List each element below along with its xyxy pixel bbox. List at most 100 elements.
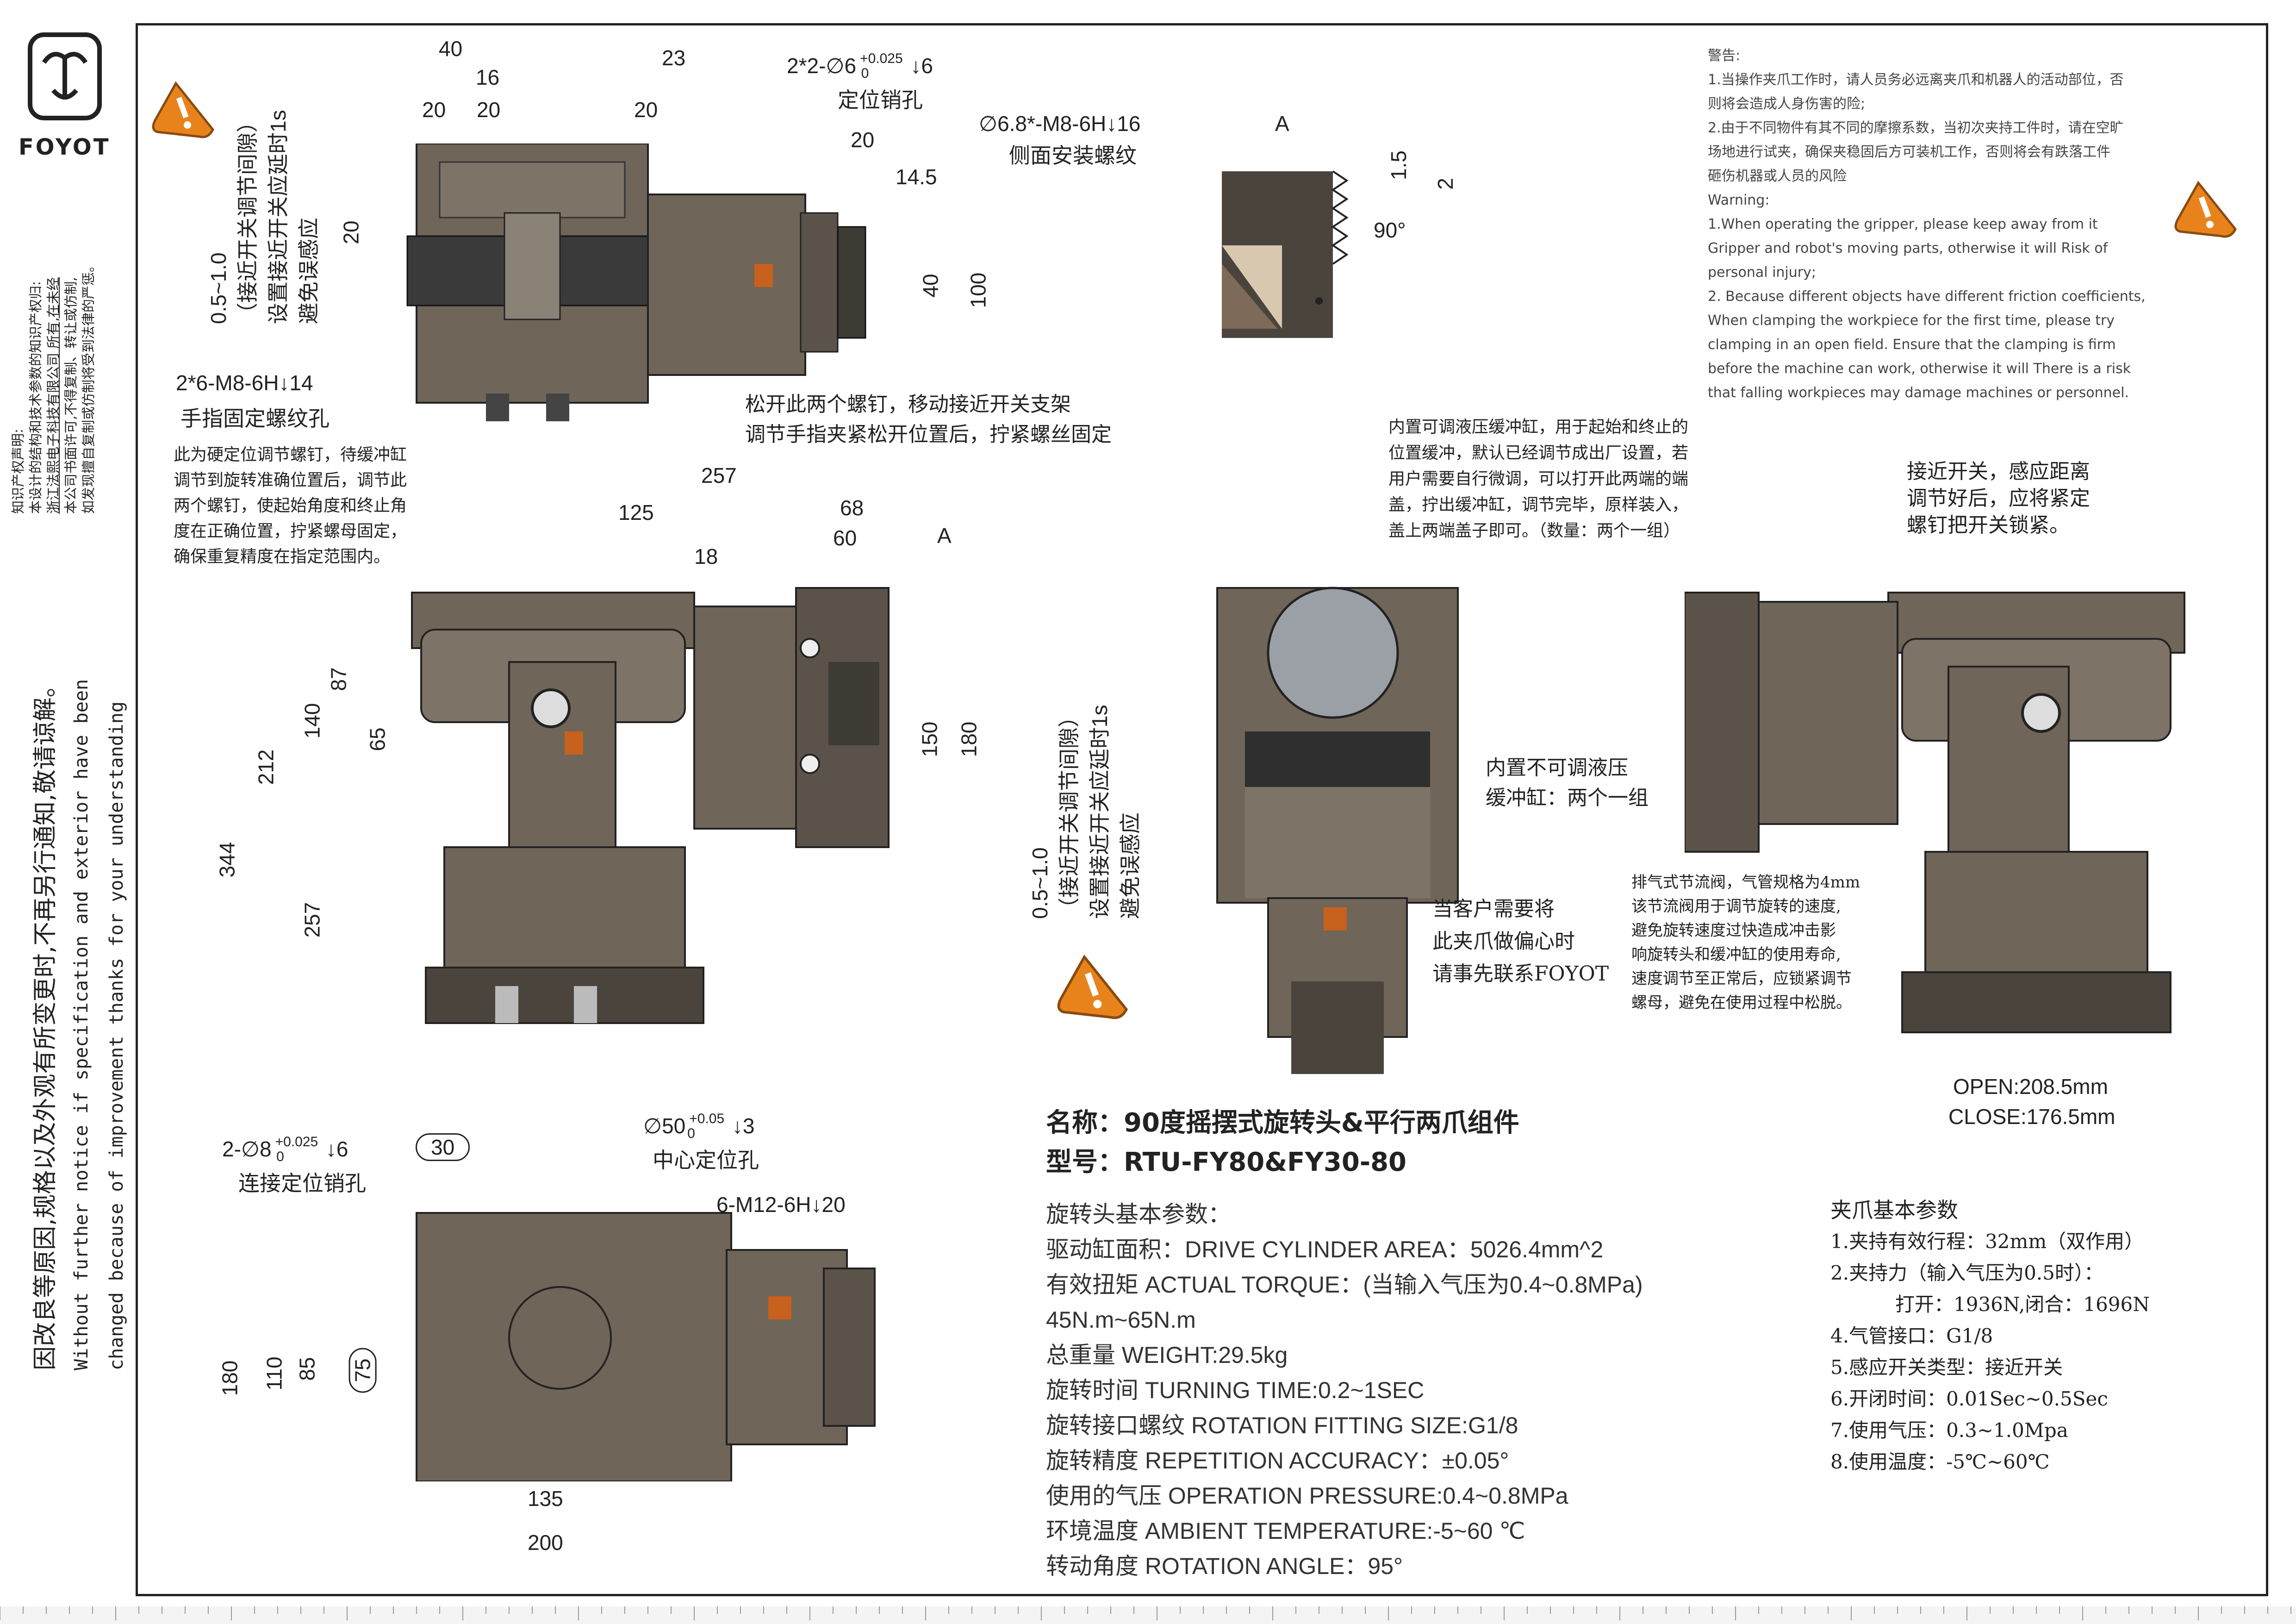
stop-note-line: 两个螺钉，使起始角度和终止角 [174,496,407,515]
dim-label: 200 [528,1530,563,1555]
dim-label: 20 [634,98,658,122]
warning-icon [152,81,214,138]
dim-label: 18 [694,544,718,568]
buffer-note-line: 盖，拧出缓冲缸，调节完毕，原样装入， [1388,495,1689,514]
finger-thread-label: 2*6-M8-6H↓14 [176,371,313,395]
dim-label: 14.5 [896,165,937,189]
detail-label: A [1275,112,1289,136]
warning-icon [2174,181,2237,238]
claw-spec-line: 1.夹持有效行程：32mm（双作用） [1830,1230,2144,1253]
spec-line: 驱动缸面积：DRIVE CYLINDER AREA：5026.4mm^2 [1046,1237,1604,1262]
throttle-line: 排气式节流阀，气管规格为4mm [1631,873,1860,892]
sensor-gap-line: 0.5~1.0 [206,252,230,324]
loosen-note-1: 松开此两个螺钉，移动接近开关支架 [745,393,1071,416]
spec-line: 旋转精度 REPETITION ACCURACY：±0.05° [1046,1448,1509,1474]
sensor-note: 接近开关，感应距离 调节好后，应将紧定 螺钉把开关锁紧。 [1907,458,2090,539]
side-thread-label: ∅6.8*-M8-6H↓16 [979,112,1141,136]
eccentric-line: 此夹爪做偏心时 [1432,930,1575,953]
stop-note-line: 此为硬定位调节螺钉，待缓冲缸 [174,445,407,464]
warning-line: 砸伤机器或人员的风险 [1708,168,1847,184]
pin-desc: 连接定位销孔 [238,1171,366,1195]
spec-line: 旋转接口螺纹 ROTATION FITTING SIZE:G1/8 [1046,1412,1518,1438]
throttle-note: 排气式节流阀，气管规格为4mm 该节流阀用于调节旋转的速度, 避免旋转速度过快造… [1631,870,1860,1015]
bottom-view-drawing [416,1212,876,1481]
warning-line: that falling workpieces may damage machi… [1708,385,2129,401]
dim-label: 65 [365,727,390,751]
dim-label: 212 [254,749,278,785]
pin-hole-desc: 定位销孔 [838,88,923,112]
front-view-drawing [411,587,890,1024]
warning-line: 场地进行试夹，确保夹稳固后方可装机工作，否则将会有跌落工件 [1708,144,2110,160]
detail-a-drawing [1222,170,1349,338]
warning-line: 1.当操作夹爪工作时，请人员务必远离夹爪和机器人的活动部位，否 [1708,72,2124,88]
sensor-note-line: 接近开关，感应距离 [1907,460,2090,483]
claw-specs: 夹爪基本参数 1.夹持有效行程：32mm（双作用） 2.夹持力（输入气压为0.5… [1830,1194,2150,1478]
dim-label: 110 [262,1356,286,1391]
throttle-line: 响旋转头和缓冲缸的使用寿命, [1631,945,1841,964]
fixed-buffer-line: 缓冲缸：两个一组 [1486,786,1649,810]
dim-label: 87 [326,667,351,691]
dim-label: 85 [295,1357,319,1381]
spec-line: 环境温度 AMBIENT TEMPERATURE:-5~60 ℃ [1046,1518,1525,1544]
spec-line: 45N.m~65N.m [1046,1307,1196,1333]
dim-label: 344 [215,842,239,878]
dim-label: 2 [1433,178,1457,190]
warning-line: When clamping the workpiece for the firs… [1708,312,2115,329]
product-model: 型号：RTU-FY80&FY30-80 [1046,1147,1406,1177]
improvement-en-1: Without further notice if specification … [71,679,92,1370]
claw-specs-heading: 夹爪基本参数 [1830,1198,1958,1223]
pin-pcd-label: 30 [416,1133,470,1161]
warning-line: 则将会造成人身伤害的险; [1708,96,1866,112]
dim-label: 20 [851,128,875,152]
foyot-logo-icon [28,32,102,120]
buffer-note-line: 位置缓冲，默认已经调节成出厂设置，若 [1388,443,1689,462]
close-dim: CLOSE:176.5mm [1948,1105,2116,1129]
improvement-en-2: changed because of improvement thanks fo… [106,701,127,1370]
claw-spec-line: 2.夹持力（输入气压为0.5时）： [1830,1262,2103,1284]
page-ruler [0,1606,2296,1624]
claw-spec-line: 5.感应开关类型：接近开关 [1830,1356,2063,1379]
buffer-note-line: 用户需要自行微调，可以打开此两端的端 [1388,469,1689,488]
warning-line: clamping in an open field. Ensure that t… [1708,337,2116,353]
dim-label: 20 [477,98,501,122]
warning-block: 警告: 1.当操作夹爪工作时，请人员务必远离夹爪和机器人的活动部位，否 则将会造… [1708,44,2146,405]
stop-note-line: 确保重复精度在指定范围内。 [174,547,391,566]
dim-label: 60 [833,526,857,550]
side-thread-desc: 侧面安装螺纹 [1009,144,1137,168]
sensor-gap-line: 设置接近开关应延时1s [1088,705,1112,919]
rotary-specs: 旋转头基本参数： 驱动缸面积：DRIVE CYLINDER AREA：5026.… [1046,1197,1643,1584]
thread-label: 6-M12-6H↓20 [716,1193,846,1217]
dim-label: 180 [218,1360,242,1396]
center-desc: 中心定位孔 [653,1148,759,1172]
warning-line: Gripper and robot's moving parts, otherw… [1708,240,2108,256]
drawing-frame [136,23,2268,1596]
dim-label: 40 [439,37,463,61]
warning-line: 1.When operating the gripper, please kee… [1708,216,2098,232]
claw-spec-line: 6.开闭时间：0.01Sec~0.5Sec [1830,1387,2108,1410]
warning-line: 2. Because different objects have differ… [1708,288,2146,305]
throttle-line: 速度调节至正常后，应锁紧调节 [1631,969,1852,988]
spec-line: 旋转时间 TURNING TIME:0.2~1SEC [1046,1377,1425,1403]
sensor-gap-note: 0.5~1.0 （接近开关调节间隙） 设置接近开关应延时1s 避免误感应 [206,110,323,324]
eccentric-line: 请事先联系FOYOT [1432,962,1609,986]
ip-line: 本公司书面许可,不得复制、转让或仿制, [63,277,79,514]
dim-label: 257 [300,902,324,938]
spec-line: 有效扭矩 ACTUAL TORQUE：(当输入气压为0.4~0.8MPa) [1046,1272,1643,1298]
warning-en-title: Warning: [1708,192,1770,208]
stop-note-line: 调节到旋转准确位置后，调节此 [174,471,407,490]
warning-line: 2.由于不同物件有其不同的摩擦系数，当初次夹持工件时，请在空旷 [1708,120,2124,136]
dim-label: 23 [662,46,686,70]
sensor-note-line: 调节好后，应将紧定 [1907,487,2090,510]
dim-label: 100 [966,272,990,308]
buffer-note-line: 盖上两端盖子即可。（数量：两个一组） [1388,521,1680,540]
spec-line: 总重量 WEIGHT:29.5kg [1046,1342,1288,1368]
throttle-line: 螺母，避免在使用过程中松脱。 [1631,993,1852,1012]
pin-label: 2-∅8+0.0250↓6 [222,1134,348,1164]
sensor-note-line: 螺钉把开关锁紧。 [1907,513,2070,537]
dim-label: 150 [917,721,942,757]
spec-line: 使用的气压 OPERATION PRESSURE:0.4~0.8MPa [1046,1483,1568,1509]
improvement-notice: 因改良等原因,规格以及外观有所变更时,不再另行通知,敬请谅解。 Without … [27,673,134,1370]
loosen-note-2: 调节手指夹紧松开位置后，拧紧螺丝固定 [745,423,1112,446]
angle-label: 90° [1374,218,1406,242]
pin-hole-label: 2*2-∅6+0.0250↓6 [787,51,933,81]
